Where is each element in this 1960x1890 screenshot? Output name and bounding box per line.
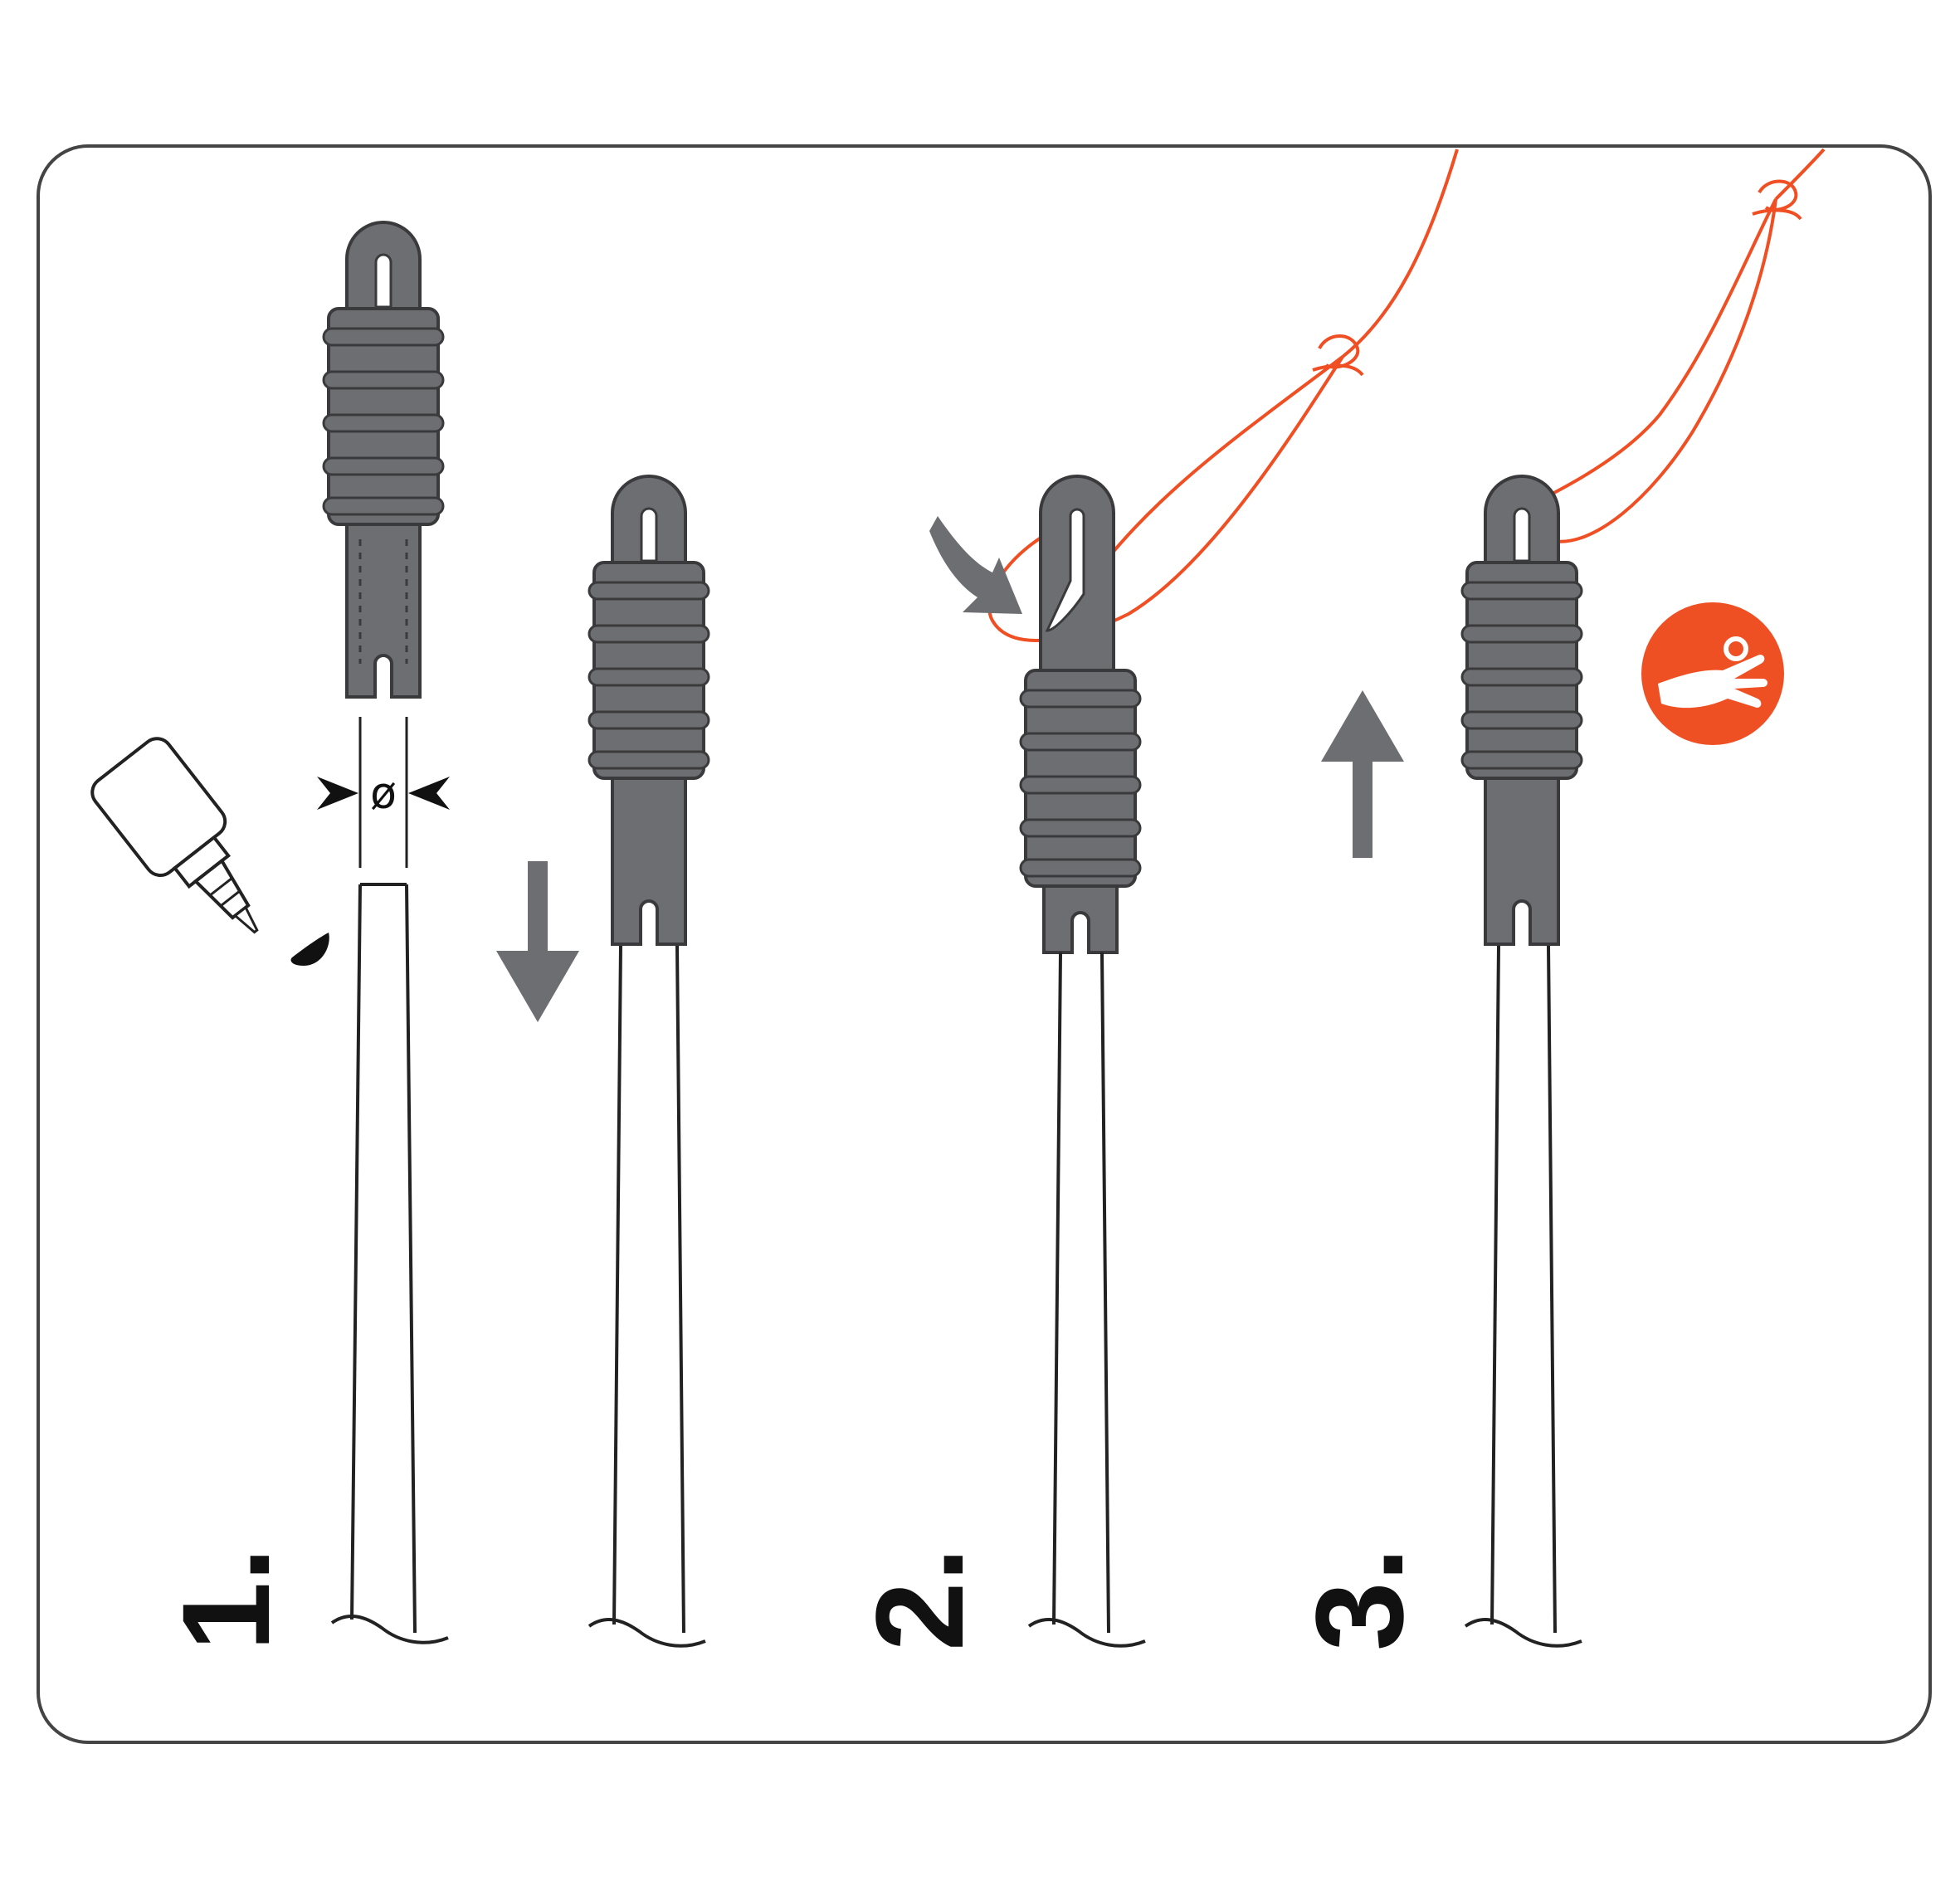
down-arrow-icon (496, 861, 579, 1022)
curved-arrow-icon (929, 516, 1022, 614)
step-number-1: 1. (156, 1547, 295, 1651)
step-number-2: 2. (850, 1547, 989, 1651)
step2-rod (1027, 952, 1147, 1648)
diagram-frame (37, 144, 1932, 1744)
step2-connector (1019, 475, 1142, 954)
glue-bottle-icon (90, 737, 259, 934)
diameter-gauge: ø (317, 717, 450, 868)
step1-rod (330, 883, 450, 1644)
step1-dashed-sleeve (345, 523, 422, 699)
glue-drop-icon (290, 933, 329, 966)
up-arrow-icon (1321, 690, 1404, 858)
step-number-3: 3. (1290, 1547, 1429, 1651)
step3-rod (1464, 945, 1583, 1648)
diameter-symbol: ø (370, 769, 397, 819)
hand-badge-icon (1641, 602, 1784, 745)
step3-line (1524, 148, 1826, 543)
step1-assembled-rod (588, 945, 707, 1648)
step1-connector (322, 221, 445, 699)
